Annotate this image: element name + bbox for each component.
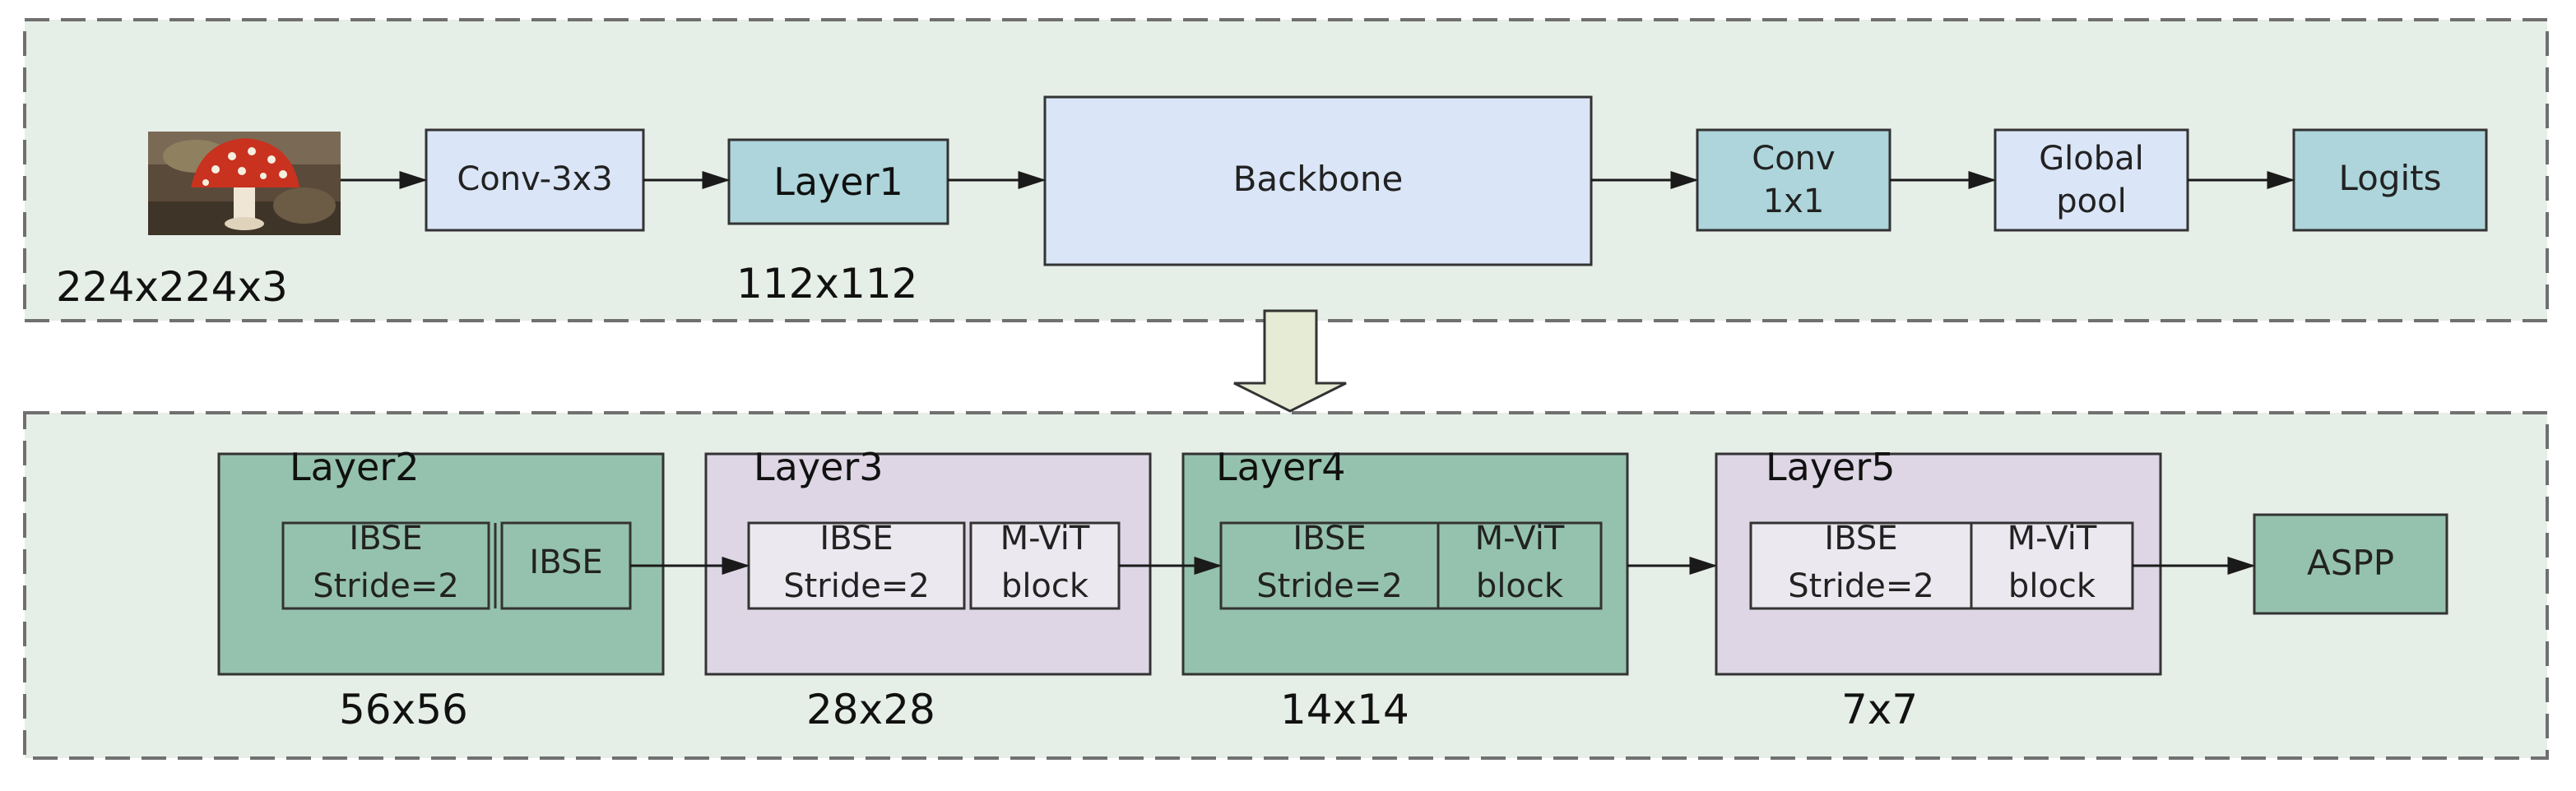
layer2-title: Layer2 <box>290 445 420 489</box>
layer2-size-label: 56x56 <box>339 686 468 733</box>
layer5-block-a-line1: IBSE <box>1824 520 1897 557</box>
input-size-label: 224x224x3 <box>56 263 288 311</box>
layer1-label: Layer1 <box>773 160 903 204</box>
layer3-block-a-line2: Stride=2 <box>783 567 930 605</box>
layer3-block-a-line1: IBSE <box>819 520 893 557</box>
layer3-mvit-block <box>969 521 1121 610</box>
global-pool-label-line1: Global <box>2039 140 2144 178</box>
layer5-ibse-stride2-block <box>1749 521 1973 610</box>
layer4-block-b-line1: M-ViT <box>1475 520 1565 557</box>
layer4-block-b-line2: block <box>1476 567 1564 605</box>
layer4-size-label: 14x14 <box>1280 686 1409 733</box>
layer5-size-label: 7x7 <box>1841 686 1918 733</box>
layer2-block-b: IBSE <box>529 544 602 581</box>
layer3-block-b-line1: M-ViT <box>1000 520 1090 557</box>
conv1x1-box <box>1696 128 1891 232</box>
layer5-mvit-block <box>1970 521 2134 610</box>
logits-box <box>2292 128 2488 232</box>
layer3-title: Layer3 <box>754 445 884 489</box>
layer3-block-b-line2: block <box>1001 567 1089 605</box>
layer5-block-a-line2: Stride=2 <box>1788 567 1934 605</box>
layer5-block-b-line2: block <box>2008 567 2096 605</box>
mushroom-photo <box>148 132 341 235</box>
layer4-block-a-line1: IBSE <box>1293 520 1366 557</box>
layer4-title: Layer4 <box>1216 445 1346 489</box>
conv3x3-label: Conv-3x3 <box>457 160 612 198</box>
layer4-ibse-stride2-block <box>1219 521 1440 610</box>
layer4-mvit-block <box>1437 521 1603 610</box>
aspp-box <box>2253 513 2448 615</box>
global-pool-box <box>1993 128 2189 232</box>
layer3-size-label: 28x28 <box>806 686 935 733</box>
layer2-ibse-stride2-block <box>281 521 490 610</box>
conv1x1-label-line2: 1x1 <box>1763 183 1825 220</box>
layer2-ibse-block <box>500 521 632 610</box>
layer3-ibse-stride2-block <box>747 521 966 610</box>
layer2-block-a-line2: Stride=2 <box>313 567 459 605</box>
layer2-block-a-line1: IBSE <box>349 520 422 557</box>
layer4-block-a-line2: Stride=2 <box>1256 567 1403 605</box>
layer1-size-label: 112x112 <box>736 260 917 308</box>
logits-label: Logits <box>2338 158 2441 198</box>
layer1-box <box>727 138 949 225</box>
backbone-label: Backbone <box>1233 159 1404 199</box>
layer5-block-b-line1: M-ViT <box>2007 520 2097 557</box>
expand-down-arrow <box>1233 309 1347 413</box>
layer5-title: Layer5 <box>1766 445 1896 489</box>
aspp-label: ASPP <box>2307 543 2394 583</box>
conv1x1-label-line1: Conv <box>1752 140 1835 178</box>
global-pool-label-line2: pool <box>2056 183 2126 220</box>
